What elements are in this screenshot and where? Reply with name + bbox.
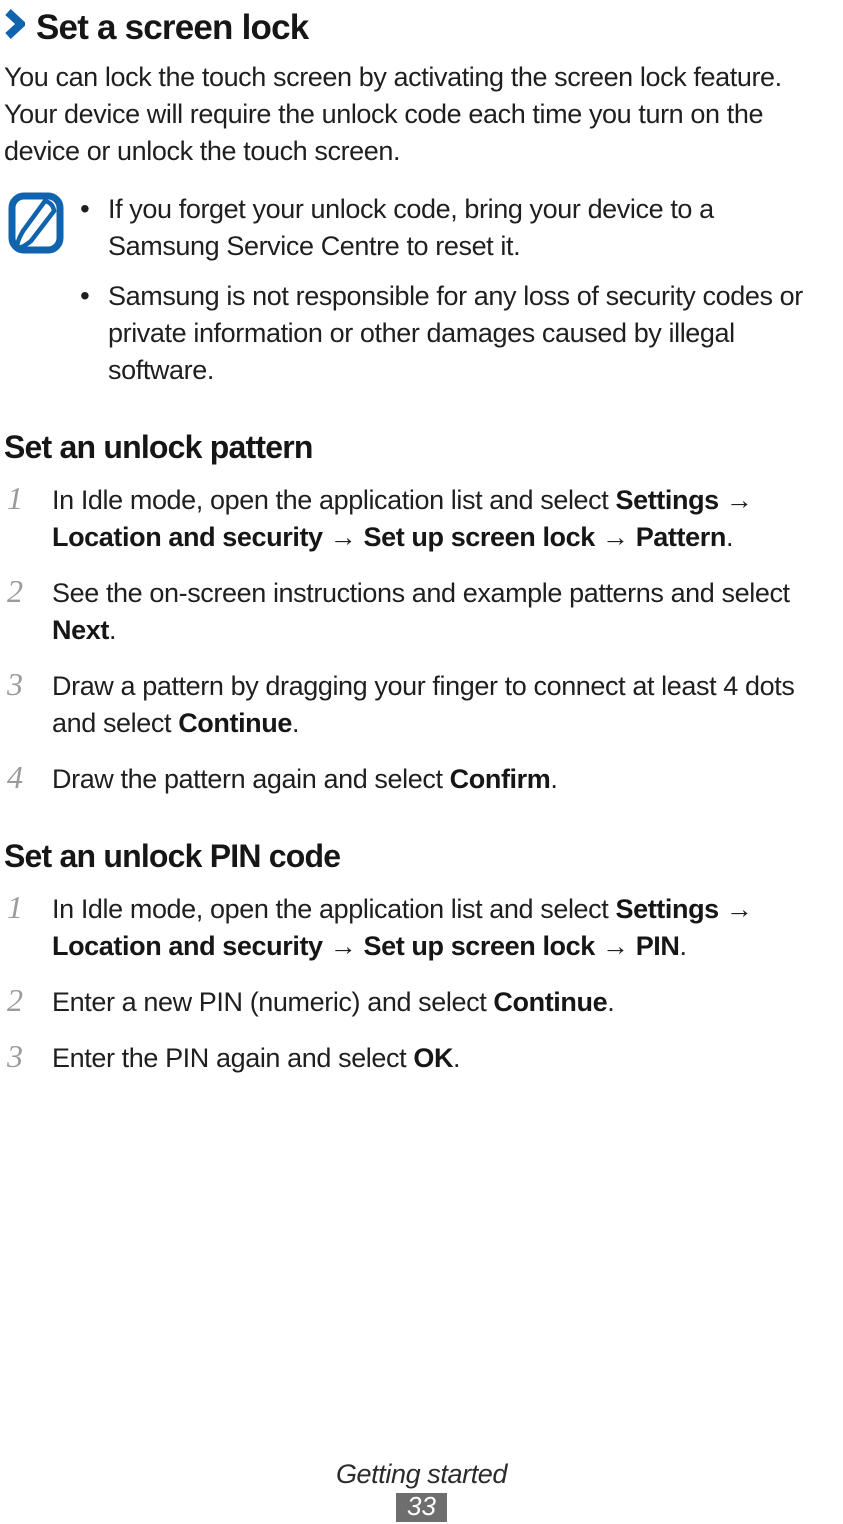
step-text: In Idle mode, open the application list … — [52, 894, 753, 961]
step-item: 2 See the on-screen instructions and exa… — [4, 573, 831, 649]
step-list: 1 In Idle mode, open the application lis… — [4, 480, 831, 798]
step-item: 4 Draw the pattern again and select Conf… — [4, 759, 831, 798]
step-number: 3 — [7, 666, 23, 702]
step-text: Draw the pattern again and select Confir… — [52, 764, 558, 794]
note-bullet: If you forget your unlock code, bring yo… — [78, 190, 831, 265]
step-number: 4 — [7, 759, 23, 795]
step-list: 1 In Idle mode, open the application lis… — [4, 889, 831, 1077]
page-footer: Getting started 33 — [0, 1459, 843, 1522]
step-number: 3 — [7, 1038, 23, 1074]
page-title-text: Set a screen lock — [36, 7, 309, 47]
step-number: 1 — [7, 889, 23, 925]
step-item: 2 Enter a new PIN (numeric) and select C… — [4, 982, 831, 1021]
step-item: 1 In Idle mode, open the application lis… — [4, 480, 831, 556]
intro-paragraph: You can lock the touch screen by activat… — [4, 62, 782, 166]
section-heading: Set an unlock pattern — [4, 429, 313, 465]
note-bullet: Samsung is not responsible for any loss … — [78, 277, 831, 389]
step-item: 1 In Idle mode, open the application lis… — [4, 889, 831, 965]
step-number: 2 — [7, 573, 23, 609]
step-item: 3 Enter the PIN again and select OK. — [4, 1038, 831, 1077]
page-number-badge: 33 — [396, 1493, 447, 1522]
step-number: 1 — [7, 480, 23, 516]
step-text: Enter the PIN again and select OK. — [52, 1043, 461, 1073]
step-text: In Idle mode, open the application list … — [52, 485, 753, 552]
section-unlock-pattern: Set an unlock pattern 1 In Idle mode, op… — [4, 429, 831, 798]
manual-page: Set a screen lock You can lock the touch… — [0, 0, 843, 1077]
section-heading: Set an unlock PIN code — [4, 838, 341, 874]
pencil-note-icon — [8, 192, 64, 259]
page-title: Set a screen lock — [4, 6, 831, 49]
step-number: 2 — [7, 982, 23, 1018]
note-bullet-list: If you forget your unlock code, bring yo… — [78, 190, 831, 389]
step-item: 3 Draw a pattern by dragging your finger… — [4, 666, 831, 742]
chevron-right-icon — [4, 8, 27, 49]
note-box: If you forget your unlock code, bring yo… — [4, 190, 831, 389]
step-text: Enter a new PIN (numeric) and select Con… — [52, 987, 615, 1017]
chapter-label: Getting started — [335, 1459, 508, 1489]
section-unlock-pin: Set an unlock PIN code 1 In Idle mode, o… — [4, 838, 831, 1077]
step-text: Draw a pattern by dragging your finger t… — [52, 671, 795, 738]
step-text: See the on-screen instructions and examp… — [52, 578, 790, 645]
